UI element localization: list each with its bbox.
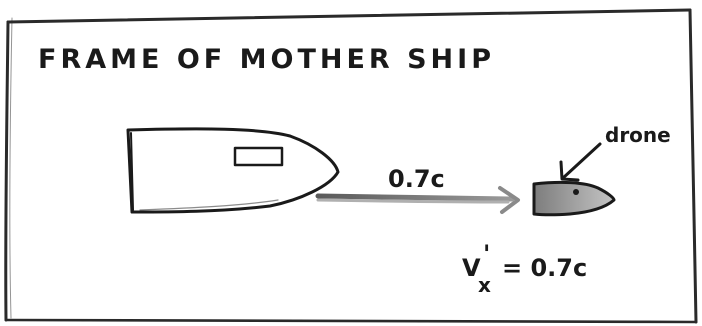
drone-icon: [532, 180, 616, 217]
drone-pointer-arrow: [559, 142, 602, 182]
velocity-value: = 0.7c: [502, 254, 587, 282]
ship-icon: [126, 127, 340, 214]
arrow-icon: [315, 186, 520, 214]
drone-label: drone: [605, 123, 671, 147]
velocity-label: V ' x = 0.7c: [462, 240, 587, 297]
frame-border: [4, 8, 698, 324]
velocity-symbol: V: [462, 254, 481, 282]
speed-label: 0.7c: [388, 165, 445, 193]
frame-title: FRAME OF MOTHER SHIP: [38, 44, 495, 75]
velocity-subscript: x: [478, 273, 491, 297]
velocity-prime: ': [483, 240, 490, 268]
